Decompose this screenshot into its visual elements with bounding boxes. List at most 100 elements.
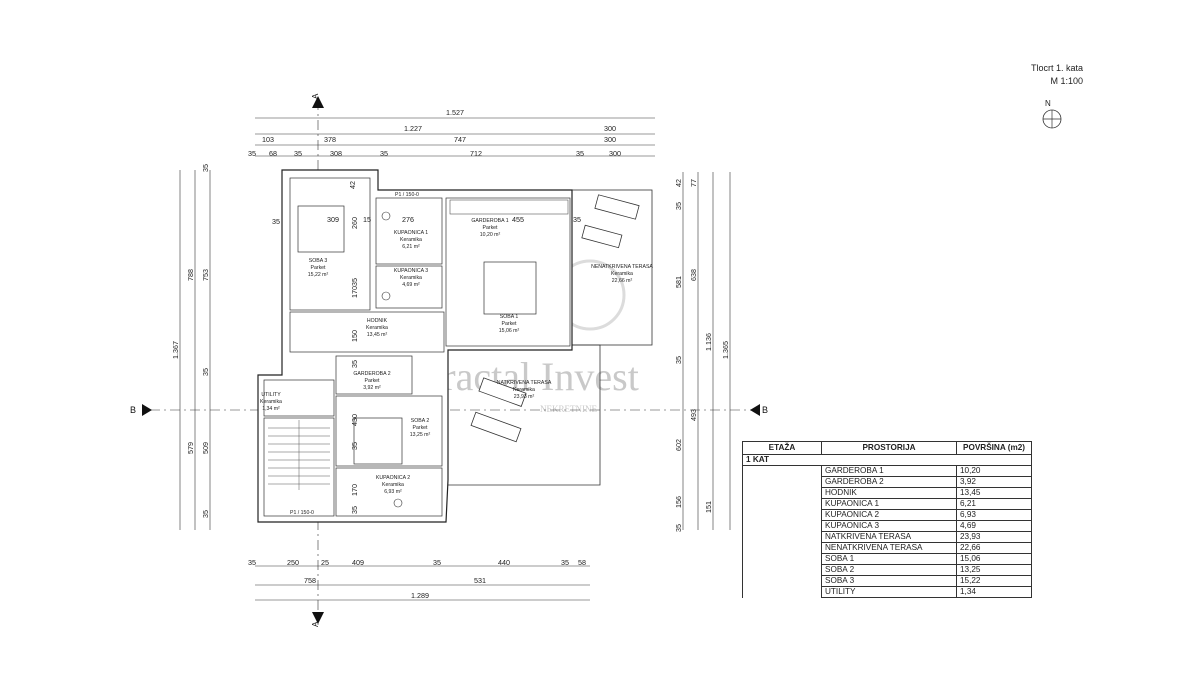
dimension-label: 35	[573, 215, 581, 224]
window-tags: P1 / 150-0 P1 / 150-0	[290, 192, 419, 516]
dimension-label: 35	[248, 558, 256, 567]
dimension-label: 156	[674, 496, 683, 508]
room-floor: Keramika	[400, 275, 422, 281]
dimension-label: 1.527	[446, 108, 464, 117]
north-label: N	[1045, 99, 1051, 108]
dimension-label: 35	[272, 217, 280, 226]
dimension-label: 440	[498, 558, 510, 567]
dimension-label: 35	[380, 149, 388, 158]
room-floor: Keramika	[366, 325, 388, 331]
level-cell	[742, 575, 822, 587]
area-cell: 4,69	[956, 520, 1032, 532]
dimension-label: 1.365	[721, 341, 730, 359]
level-cell	[742, 586, 822, 598]
room-area: 23,93 m²	[514, 394, 535, 400]
section-a-bottom: A	[311, 621, 320, 627]
dimension-label: 602	[674, 439, 683, 451]
dimension-label: 151	[704, 501, 713, 513]
level-cell	[742, 520, 822, 532]
room-floor: Keramika	[611, 271, 633, 277]
area-cell: 15,06	[956, 553, 1032, 565]
dimension-label: 300	[604, 135, 616, 144]
dimension-label: 77	[689, 179, 698, 187]
dimension-label: 35	[201, 164, 210, 172]
level-cell	[742, 564, 822, 576]
room-name: NATKRIVENA TERASA	[497, 380, 552, 386]
dimension-label: 1.227	[404, 124, 422, 133]
room-name: SOBA 2	[411, 418, 430, 424]
level-cell	[742, 509, 822, 521]
room-cell: KUPAONICA 2	[821, 509, 957, 521]
section-a-top: A	[311, 93, 320, 99]
room-area: 6,93 m²	[384, 489, 402, 495]
dimension-label: 68	[269, 149, 277, 158]
dimension-label: 579	[186, 442, 195, 454]
room-area: 3,92 m²	[363, 385, 381, 391]
dimension-label: 35	[294, 149, 302, 158]
room-name: NENATKRIVENA TERASA	[591, 264, 653, 270]
dimension-label: 35	[350, 506, 359, 514]
room-cell: GARDEROBA 1	[821, 465, 957, 477]
dimension-label: 58	[578, 558, 586, 567]
col-header-area: POVRŠINA (m2)	[956, 441, 1032, 455]
dimension-label: 308	[330, 149, 342, 158]
section-markers: A A B B	[130, 93, 768, 627]
room-cell: SOBA 1	[821, 553, 957, 565]
level-cell	[742, 487, 822, 499]
building-walls	[257, 169, 573, 523]
dimension-label: 409	[352, 558, 364, 567]
dimension-label: 300	[604, 124, 616, 133]
dimension-label: 581	[674, 276, 683, 288]
room-area: 13,45 m²	[367, 332, 388, 338]
level-cell	[742, 531, 822, 543]
watermark: Fractal Invest NEKRETNINE	[420, 259, 639, 414]
dimension-label: 103	[262, 135, 274, 144]
window-tag: P1 / 150-0	[395, 192, 419, 198]
room-floor: Parket	[483, 225, 499, 231]
area-table: ETAŽA PROSTORIJA POVRŠINA (m2) 1 KAT GAR…	[742, 441, 1032, 598]
room-floor: Parket	[365, 378, 381, 384]
room-area: 10,20 m²	[480, 232, 501, 238]
room-cell: UTILITY	[821, 586, 957, 598]
area-cell: 6,93	[956, 509, 1032, 521]
room-cell: SOBA 2	[821, 564, 957, 576]
dimension-label: 1.289	[411, 591, 429, 600]
watermark-sub: NEKRETNINE	[540, 404, 597, 414]
level-cell	[742, 465, 822, 477]
dimension-label: 747	[454, 135, 466, 144]
dimension-label: 758	[304, 576, 316, 585]
dimension-label: 15	[363, 215, 371, 224]
room-floor: Keramika	[513, 387, 535, 393]
dimension-label: 1.367	[171, 341, 180, 359]
dimension-label: 455	[512, 215, 524, 224]
area-cell: 13,25	[956, 564, 1032, 576]
room-cell: KUPAONICA 3	[821, 520, 957, 532]
dimension-label: 250	[287, 558, 299, 567]
watermark-brand: Fractal Invest	[420, 354, 639, 399]
room-name: GARDEROBA 2	[353, 371, 390, 377]
dimension-label: 35	[350, 360, 359, 368]
dimension-label: 35	[201, 510, 210, 518]
room-area: 13,25 m²	[410, 432, 431, 438]
dimension-label: 42	[348, 181, 357, 189]
room-area: 15,22 m²	[308, 272, 329, 278]
room-cell: GARDEROBA 2	[821, 476, 957, 488]
window-tag: P1 / 150-0	[290, 510, 314, 516]
level-cell	[742, 553, 822, 565]
level-cell	[742, 542, 822, 554]
dimension-label: 35	[248, 149, 256, 158]
room-name: KUPAONICA 2	[376, 475, 410, 481]
col-header-room: PROSTORIJA	[821, 441, 957, 455]
room-floor: Keramika	[260, 399, 282, 405]
dimension-label: 35	[350, 442, 359, 450]
dimension-label: 378	[324, 135, 336, 144]
room-cell: NATKRIVENA TERASA	[821, 531, 957, 543]
room-area: 1,34 m²	[262, 406, 280, 412]
dimension-label: 35	[433, 558, 441, 567]
area-cell: 15,22	[956, 575, 1032, 587]
